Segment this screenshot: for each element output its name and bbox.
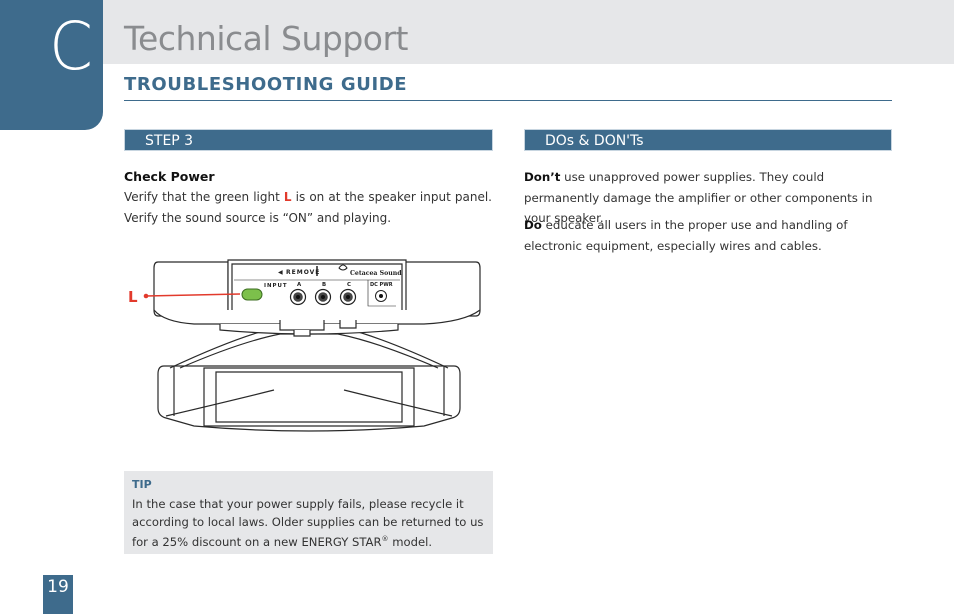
header-band xyxy=(103,0,954,64)
input-jack-b xyxy=(314,288,332,306)
dont-text: use unapproved power supplies. They coul… xyxy=(524,170,873,225)
port-a-label: A xyxy=(297,282,302,288)
tip-label: TIP xyxy=(132,478,152,491)
whale-logo-icon xyxy=(338,264,348,271)
port-b-label: B xyxy=(322,282,326,288)
green-light-indicator xyxy=(241,288,263,301)
chapter-letter: C xyxy=(49,8,93,85)
chapter-tab: C xyxy=(0,0,103,130)
tip-text-end: model. xyxy=(388,534,433,549)
dc-power-jack xyxy=(375,290,387,302)
tip-text: In the case that your power supply fails… xyxy=(132,496,485,551)
dont-label: Don’t xyxy=(524,170,561,184)
speaker-top xyxy=(153,259,481,337)
step-instructions: Verify that the green light L is on at t… xyxy=(124,187,492,228)
tip-text-main: In the case that your power supply fails… xyxy=(132,497,484,549)
do-text: educate all users in the proper use and … xyxy=(524,218,848,253)
callout-line xyxy=(145,293,241,297)
remove-arrow: ◀ xyxy=(278,269,283,276)
do-instruction: Do educate all users in the proper use a… xyxy=(524,215,894,256)
tip-box: TIP In the case that your power supply f… xyxy=(124,471,493,554)
step-bar: STEP 3 xyxy=(124,129,493,151)
brand-label: Cetacea Sound xyxy=(350,270,402,277)
dos-donts-bar: DOs & DON'Ts xyxy=(524,129,892,151)
port-c-label: C xyxy=(347,282,351,288)
callout-label: L xyxy=(128,288,138,306)
page-number: 19 xyxy=(43,575,73,614)
dc-power-label: DC PWR xyxy=(370,282,393,288)
remove-label: REMOVE xyxy=(286,269,320,276)
input-jack-a xyxy=(289,288,307,306)
input-jack-c xyxy=(339,288,357,306)
check-power-heading: Check Power xyxy=(124,169,215,184)
do-label: Do xyxy=(524,218,542,232)
speaker-illustration: REMOVE ◀ Cetacea Sound INPUT A B C DC PW… xyxy=(128,259,481,432)
input-label: INPUT xyxy=(264,283,288,289)
heading-rule xyxy=(124,100,892,101)
callout-dot xyxy=(143,293,149,299)
trademark-symbol: ® xyxy=(381,535,389,543)
step-text-post: is on at the speaker input panel. Verify… xyxy=(124,190,492,225)
page-title: Technical Support xyxy=(124,19,408,58)
dc-power-bracket xyxy=(367,280,396,307)
step-text-pre: Verify that the green light xyxy=(124,190,284,204)
speaker-base xyxy=(157,327,461,432)
section-heading: TROUBLESHOOTING GUIDE xyxy=(124,74,408,95)
green-light-label: L xyxy=(283,190,292,204)
dont-instruction: Don’t use unapproved power supplies. The… xyxy=(524,167,894,229)
